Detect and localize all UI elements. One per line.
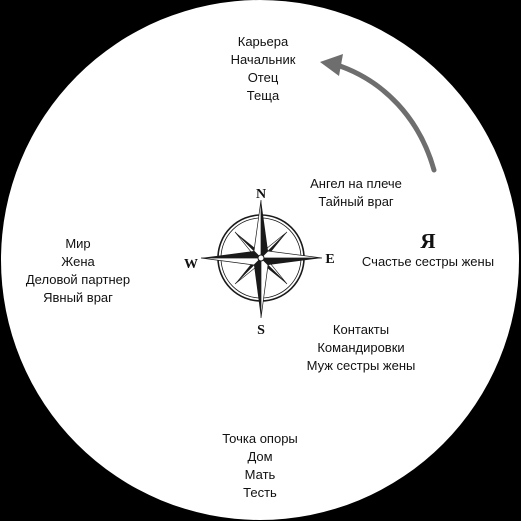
- compass-south-label: S: [257, 323, 265, 338]
- left-group-line: Деловой партнер: [25, 272, 131, 287]
- self-label: Я: [420, 229, 436, 253]
- curved-arrow: [331, 61, 437, 173]
- self-group: Я Счастье сестры жены: [362, 229, 494, 271]
- lower-right-group: Контакты Командировки Муж сестры жены: [307, 321, 416, 375]
- top-group: Карьера Начальник Отец Теща: [231, 33, 296, 105]
- bottom-group-line: Тесть: [243, 485, 277, 500]
- top-group-line: Карьера: [237, 34, 289, 49]
- left-group-line: Явный враг: [43, 290, 113, 305]
- upper-right-group-line: Ангел на плече: [310, 176, 402, 191]
- compass-west-label: W: [184, 257, 198, 272]
- compass-rose: [200, 199, 323, 319]
- bottom-group-line: Мать: [244, 467, 276, 482]
- arrow-head: [320, 54, 343, 76]
- upper-right-group-line: Тайный враг: [318, 194, 394, 209]
- top-group-line: Теща: [246, 88, 280, 103]
- top-group-line: Отец: [247, 70, 279, 85]
- left-group-line: Жена: [61, 254, 95, 269]
- lower-right-group-line: Командировки: [317, 340, 405, 355]
- left-group-line: Мир: [65, 236, 91, 251]
- self-caption: Счастье сестры жены: [361, 254, 495, 269]
- bottom-group-line: Точка опоры: [222, 431, 298, 446]
- top-group-line: Начальник: [230, 52, 296, 67]
- bottom-group-line: Дом: [247, 449, 273, 464]
- left-group: Мир Жена Деловой партнер Явный враг: [26, 235, 130, 307]
- upper-right-group: Ангел на плече Тайный враг: [310, 175, 402, 211]
- bottom-group: Точка опоры Дом Мать Тесть: [222, 430, 298, 502]
- compass-east-label: E: [325, 252, 334, 267]
- compass-north-label: N: [256, 187, 266, 202]
- lower-right-group-line: Муж сестры жены: [306, 358, 416, 373]
- lower-right-group-line: Контакты: [332, 322, 390, 337]
